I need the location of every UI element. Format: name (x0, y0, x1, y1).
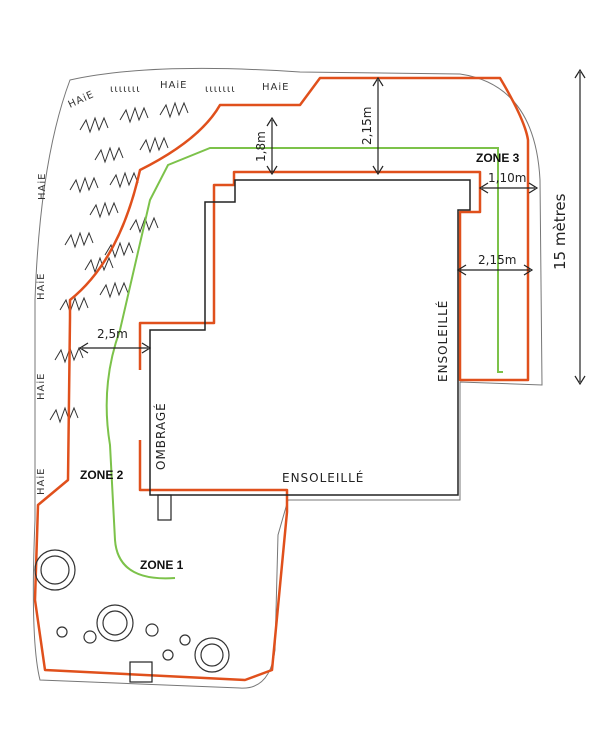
hedge-label-top-3: HAiE (262, 82, 289, 93)
outer-sketch-border (32, 67, 543, 689)
dimension-lines (78, 68, 586, 386)
hedge-label-left-2: HAiE (36, 273, 47, 300)
hedge-marks-top-1: ιιιιιιι (110, 84, 141, 95)
stone-3 (194, 637, 230, 673)
dim-top-short-label: 1,8m (254, 131, 268, 162)
stone-5 (145, 623, 159, 637)
zone-1-label: ZONE 1 (140, 558, 184, 572)
hedge-label-left-4: HAiE (36, 468, 47, 495)
zone-3-label: ZONE 3 (476, 151, 520, 165)
hedge-label-top-1: HAiE (67, 89, 97, 111)
dim-right-narrow-label: 1,10m (488, 171, 526, 185)
gate-box (129, 661, 153, 683)
stone-4 (83, 630, 97, 644)
total-length-label: 15 mètres (551, 193, 569, 270)
equipment-box (157, 494, 172, 521)
stones (34, 549, 230, 673)
stone-7 (56, 626, 68, 638)
hedge-labels: HAiE ιιιιιιι HAiE ιιιιιιι HAiE HAiE HAiE… (36, 80, 289, 495)
hedge-scribbles (49, 101, 189, 424)
hedge-label-left-3: HAiE (36, 373, 47, 400)
zone-2-label: ZONE 2 (80, 468, 124, 482)
dim-right-wide-label: 2,15m (478, 253, 516, 267)
house-outline (149, 179, 471, 496)
dim-left-label: 2,5m (97, 327, 128, 341)
hedge-marks-top-2: ιιιιιιι (205, 84, 236, 95)
stone-8 (179, 634, 191, 646)
sun-bottom-label: ENSOLEILLÉ (282, 470, 364, 485)
planting-outline (33, 76, 530, 682)
stone-2 (96, 604, 134, 642)
hedge-label-left-1: HAiE (37, 173, 48, 200)
stone-1 (34, 549, 76, 591)
sun-right-label: ENSOLEILLÉ (435, 300, 450, 382)
shade-label: OMBRAGÉ (153, 402, 168, 470)
dim-top-long-label: 2,15m (360, 107, 374, 145)
hedge-label-top-2: HAiE (160, 80, 187, 91)
irrigation-path (105, 147, 503, 580)
stone-6 (162, 649, 174, 661)
